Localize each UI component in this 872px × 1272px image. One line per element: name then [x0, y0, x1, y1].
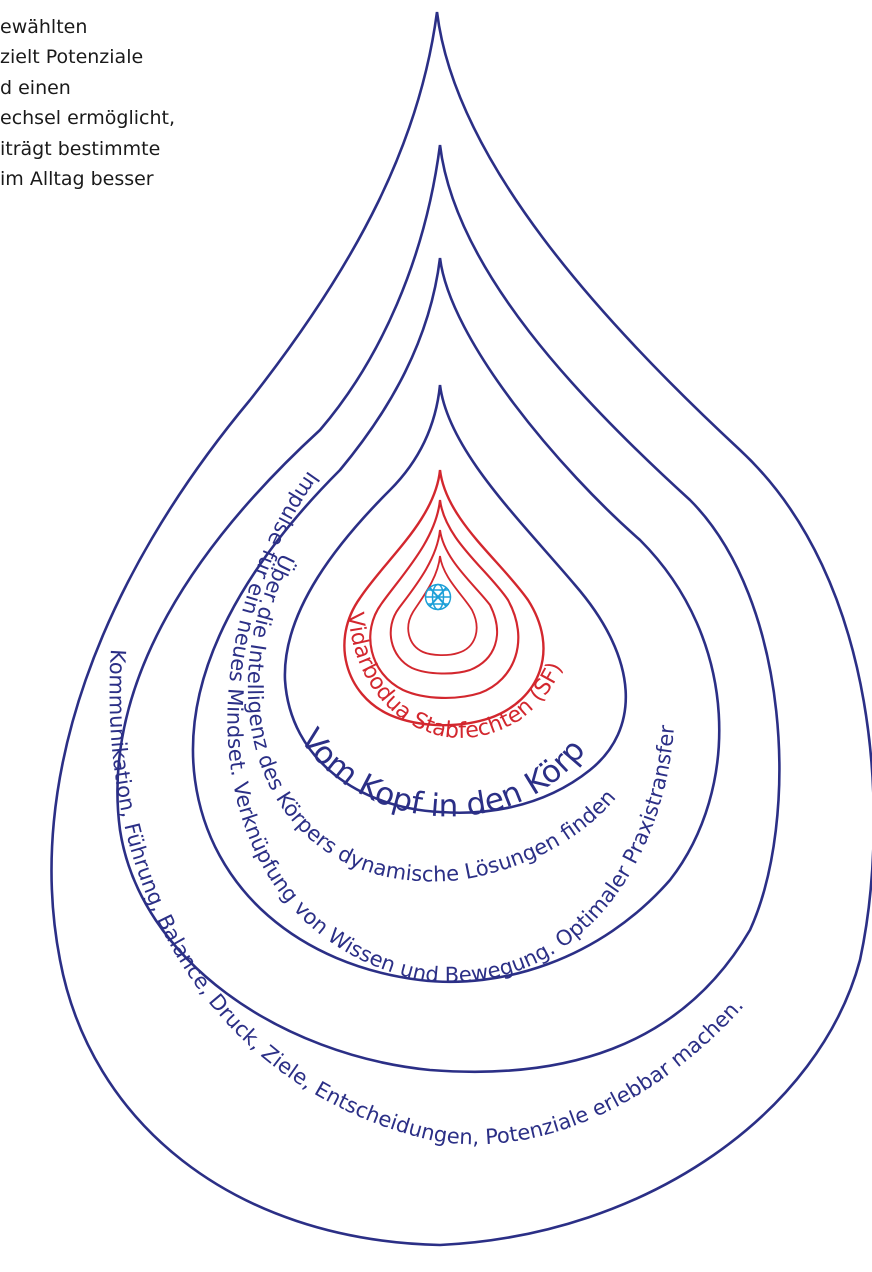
globe-star-emblem-icon — [424, 583, 452, 611]
core-label: Vidarbodua Stabfechten (SF) — [342, 611, 568, 744]
intro-line: im Alltag besser — [0, 168, 154, 191]
intro-line: iträgt bestimmte — [0, 137, 161, 160]
drop-contour-outer — [50, 11, 872, 1247]
core-drop-contour — [343, 469, 545, 727]
intro-line: d einen — [0, 76, 71, 99]
drop-contour-ring-2 — [191, 257, 721, 984]
core-drop-contour — [389, 529, 499, 675]
drop-contour-ring-3 — [116, 144, 781, 1074]
ring-1-label: Vom Kopf in den Körper — [0, 0, 592, 824]
intro-line: ewählten — [0, 16, 88, 38]
ring-1-label-path: Vom Kopf in den Körper — [0, 0, 592, 824]
drop-contour-ring-1 — [283, 384, 627, 815]
core-drop-contour — [407, 555, 478, 657]
core-drop-contour — [369, 499, 520, 700]
core-label-path: Vidarbodua Stabfechten (SF) — [342, 611, 568, 744]
intro-line: echsel ermöglicht, — [0, 107, 175, 130]
intro-paragraph: ewählten zielt Potenziale d einen echsel… — [0, 12, 300, 194]
intro-line: zielt Potenziale — [0, 46, 144, 69]
